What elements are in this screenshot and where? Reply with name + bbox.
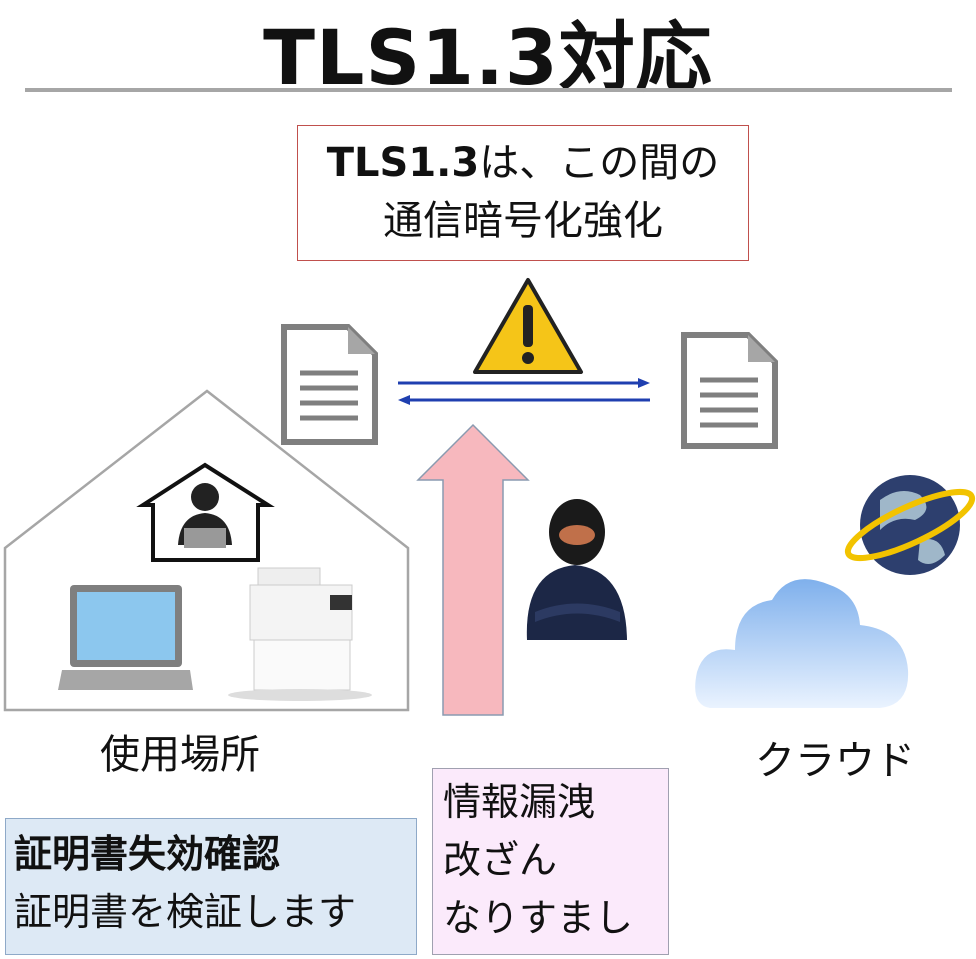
document-icon-right [681, 332, 778, 449]
hacker-icon [526, 499, 627, 640]
house-outline [3, 389, 410, 712]
cloud-icon [695, 579, 909, 708]
tls-callout-box: TLS1.3は、この間の 通信暗号化強化 [297, 125, 749, 261]
title-divider [25, 88, 952, 92]
laptop-icon [58, 585, 193, 690]
page-title: TLS1.3対応 [263, 13, 713, 102]
certificate-body: 証明書を検証します [14, 890, 357, 934]
threat-item: なりすまし [443, 896, 634, 940]
attack-arrow [416, 423, 530, 716]
callout-line2: 通信暗号化強化 [383, 198, 663, 244]
home-worker-icon [136, 462, 275, 562]
callout-line1: は、この間の [479, 140, 720, 186]
data-transfer-arrows [398, 378, 650, 405]
certificate-check-box: 証明書失効確認 証明書を検証します [5, 818, 417, 955]
warning-icon [473, 278, 583, 374]
globe-icon [844, 475, 976, 575]
location-label: 使用場所 [100, 732, 260, 778]
threat-item: 改ざん [443, 838, 558, 882]
cloud-label: クラウド [755, 738, 915, 784]
printer-icon [228, 567, 372, 701]
threat-item: 情報漏洩 [443, 780, 596, 824]
certificate-heading: 証明書失効確認 [14, 832, 281, 876]
threats-box: 情報漏洩 改ざん なりすまし [432, 768, 669, 955]
callout-bold: TLS1.3 [326, 140, 480, 186]
document-icon-left [281, 324, 378, 445]
